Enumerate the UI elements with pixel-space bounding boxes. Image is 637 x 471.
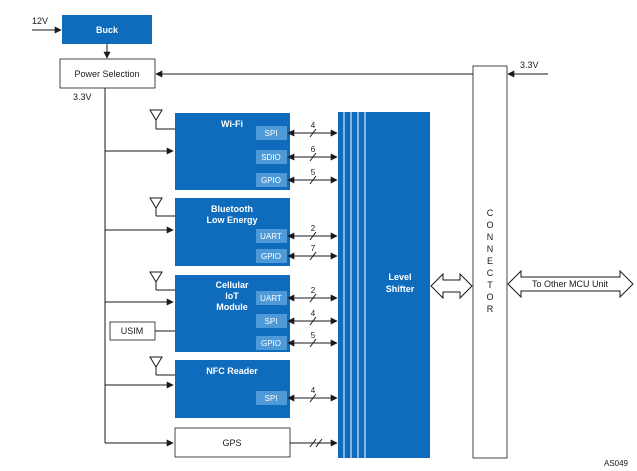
ble-port-gpio-label: GPIO <box>261 252 281 261</box>
cell-port-gpio <box>256 336 287 350</box>
bus-width-wifi-gpio: 5 <box>311 168 316 177</box>
nfc-block <box>175 360 290 418</box>
power-3v3-label: 3.3V <box>73 92 92 102</box>
nfc-label: NFC Reader <box>206 366 258 376</box>
bus-width-ble-uart: 2 <box>311 224 316 233</box>
to-other-mcu-label: To Other MCU Unit <box>532 279 609 289</box>
level-shifter-block <box>338 112 430 458</box>
connector-letter: N <box>487 244 494 254</box>
input-3v3-right-label: 3.3V <box>520 60 539 70</box>
bus-width-ble-gpio: 7 <box>311 244 316 253</box>
cell-port-spi-label: SPI <box>265 317 278 326</box>
cell-label-line2: IoT <box>225 291 239 301</box>
wifi-port-sdio-label: SDIO <box>261 153 281 162</box>
connector-letter: E <box>487 256 493 266</box>
cell-port-gpio-label: GPIO <box>261 339 281 348</box>
wifi-port-gpio-label: GPIO <box>261 176 281 185</box>
wifi-label: Wi-Fi <box>221 119 243 129</box>
power-selection-label: Power Selection <box>74 69 139 79</box>
cell-label-line3: Module <box>216 302 248 312</box>
cell-port-spi <box>256 314 287 328</box>
connector-letter: T <box>487 280 493 290</box>
level-shifter-label-line2: Shifter <box>386 284 415 294</box>
connector-letter: C <box>487 268 494 278</box>
connector-letter: O <box>486 292 493 302</box>
nfc-port-spi-label: SPI <box>265 394 278 403</box>
gps-block <box>174 427 291 458</box>
level-to-connector-arrow <box>430 272 473 300</box>
buck-label: Buck <box>96 25 119 35</box>
wifi-port-spi <box>256 126 287 140</box>
to-other-mcu-arrow <box>507 269 634 299</box>
cell-antenna-icon <box>149 271 175 291</box>
cell-port-uart <box>256 291 287 305</box>
wifi-port-sdio <box>256 150 287 164</box>
ble-port-gpio <box>256 249 287 263</box>
ble-port-uart-label: UART <box>260 232 282 241</box>
gps-label: GPS <box>222 438 241 448</box>
power-selection-block <box>59 58 156 89</box>
bus-width-cell-spi: 4 <box>311 309 316 318</box>
buck-block <box>62 15 152 44</box>
ble-port-uart <box>256 229 287 243</box>
connector-label: C O N N E C T O R <box>486 208 493 314</box>
nfc-antenna-icon <box>149 356 175 376</box>
ble-label-line2: Low Energy <box>206 215 257 225</box>
bus-width-cell-gpio: 5 <box>311 331 316 340</box>
connector-letter: C <box>487 208 494 218</box>
bus-width-wifi-spi: 4 <box>311 121 316 130</box>
usim-label: USIM <box>121 326 144 336</box>
connector-letter: N <box>487 232 494 242</box>
cell-label-line1: Cellular <box>215 280 249 290</box>
connector-letter: O <box>486 220 493 230</box>
connector-letter: R <box>487 304 494 314</box>
bus-width-wifi-sdio: 6 <box>311 145 316 154</box>
bus-width-slashes <box>309 128 323 448</box>
input-12v-label: 12V <box>32 16 48 26</box>
bus-width-nfc-spi: 4 <box>311 386 316 395</box>
ble-antenna-icon <box>149 197 175 217</box>
level-shifter-label-line1: Level <box>388 272 411 282</box>
wifi-port-spi-label: SPI <box>265 129 278 138</box>
wifi-port-gpio <box>256 173 287 187</box>
nfc-port-spi <box>256 391 287 405</box>
figure-id: AS049 <box>604 459 629 468</box>
connector-block <box>472 65 508 459</box>
cell-port-uart-label: UART <box>260 294 282 303</box>
level-shifter-lanes <box>343 112 366 458</box>
ble-label-line1: Bluetooth <box>211 204 253 214</box>
bus-width-cell-uart: 2 <box>311 286 316 295</box>
wifi-antenna-icon <box>149 109 175 130</box>
